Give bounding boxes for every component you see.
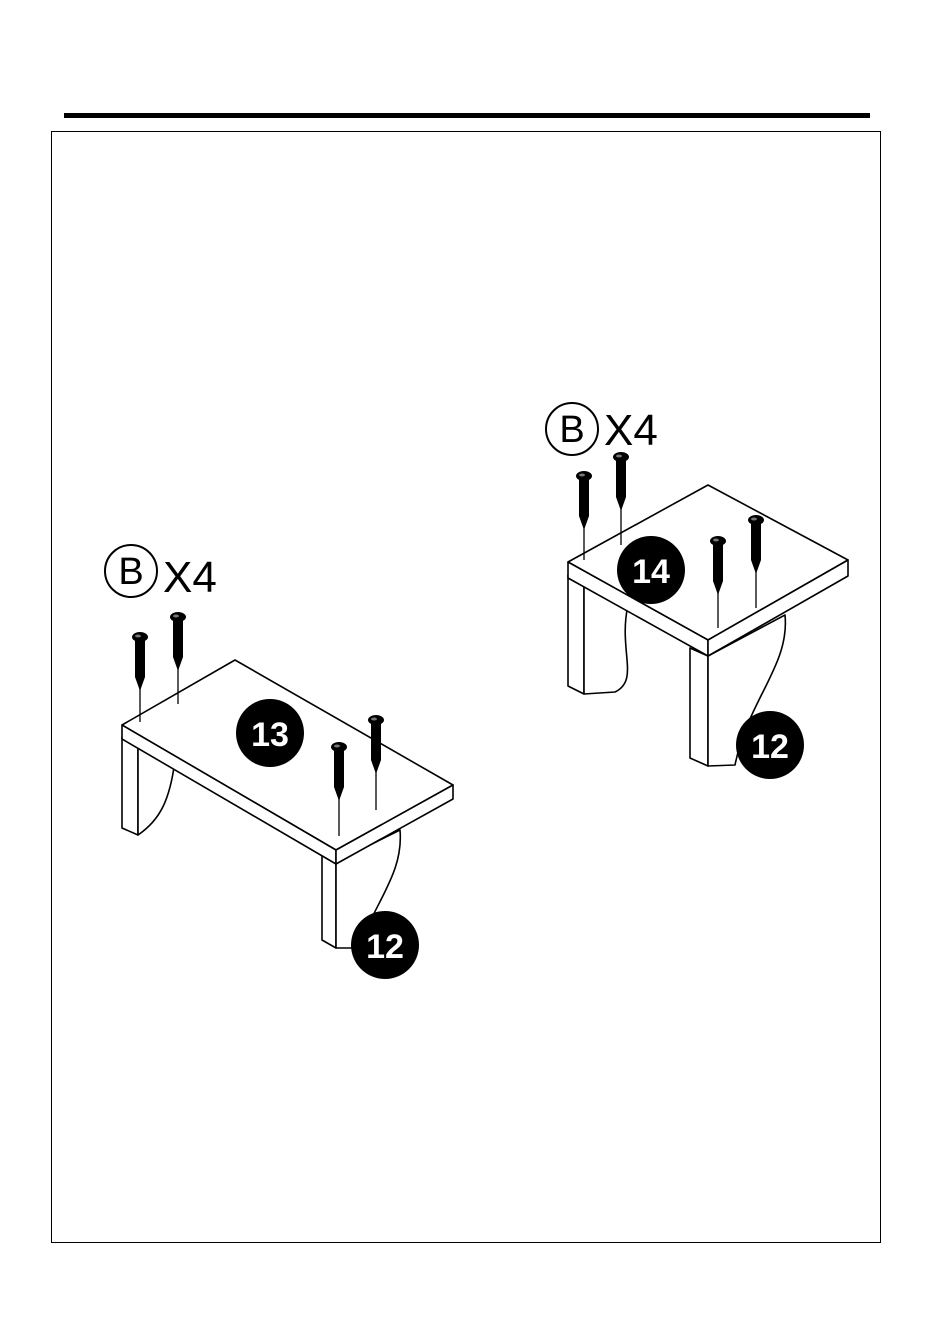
part-number: 12 bbox=[366, 928, 404, 966]
hardware-quantity: X4 bbox=[163, 553, 217, 602]
hardware-letter: B bbox=[118, 551, 143, 593]
hardware-callout-left: B X4 bbox=[105, 545, 217, 602]
part-number: 13 bbox=[251, 716, 289, 754]
assembly-right: B X4 14 bbox=[546, 403, 848, 779]
part-number: 14 bbox=[632, 553, 670, 591]
screw-icon bbox=[613, 452, 629, 511]
screw-icon bbox=[170, 612, 186, 671]
hardware-quantity: X4 bbox=[604, 406, 658, 455]
part-badge-12-right: 12 bbox=[736, 711, 804, 779]
hardware-letter: B bbox=[559, 409, 584, 451]
part-badge-14: 14 bbox=[617, 536, 685, 604]
assembly-left: B X4 13 bbox=[105, 545, 453, 979]
hardware-callout-right: B X4 bbox=[546, 403, 658, 455]
part-badge-12-left: 12 bbox=[351, 911, 419, 979]
screw-icon bbox=[576, 471, 592, 530]
part-badge-13: 13 bbox=[236, 699, 304, 767]
screw-icon bbox=[132, 632, 148, 691]
part-number: 12 bbox=[751, 728, 789, 766]
